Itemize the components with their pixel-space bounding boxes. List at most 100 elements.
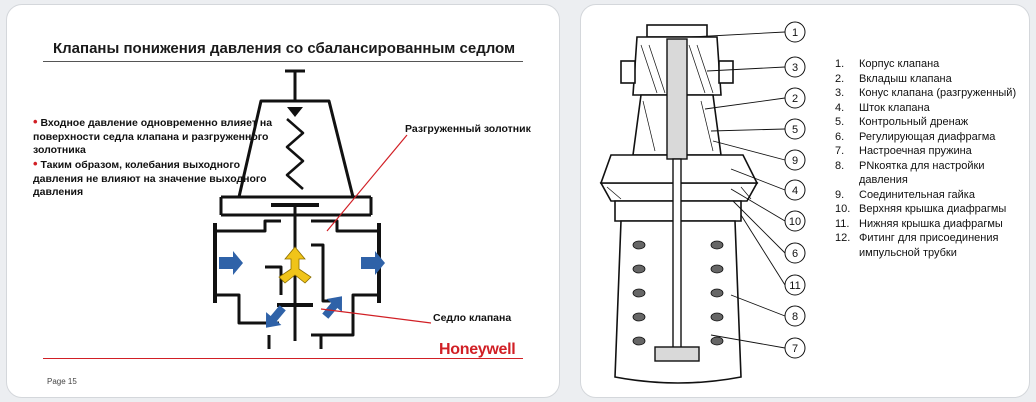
marker-label: 6	[792, 248, 798, 260]
spring	[285, 118, 305, 190]
lower-guide	[267, 335, 323, 349]
legend-text: PNкоятка для настройки давления	[859, 159, 985, 187]
marker-label: 4	[792, 185, 798, 197]
adjusting-knob	[654, 346, 700, 362]
partition-left	[265, 265, 283, 295]
outlet-wall-bottom	[311, 293, 379, 337]
valve-cone	[666, 38, 688, 160]
inlet-wall-top	[215, 219, 281, 233]
marker-leader	[710, 334, 786, 349]
marker-circle	[784, 274, 806, 296]
flow-arrow-icon	[361, 251, 385, 275]
marker-circle	[784, 210, 806, 232]
marker-leader	[706, 66, 786, 72]
marker-label: 5	[792, 124, 798, 136]
marker-leader	[730, 168, 786, 191]
marker-label: 3	[792, 62, 798, 74]
legend-text: Нижняя крышка диафрагмы	[859, 217, 1003, 230]
marker-label: 2	[792, 93, 798, 105]
bullet-2-text: Таким образом, колебания выходного давле…	[33, 159, 267, 198]
slide-left: Клапаны понижения давления со сбалансиро…	[6, 4, 560, 398]
diaphragm-clamp	[219, 197, 373, 215]
legend-number: 12.	[835, 232, 851, 244]
valve-stem	[672, 158, 682, 360]
marker-circle	[784, 56, 806, 78]
partition-right	[311, 243, 337, 303]
bullet-2: • Таким образом, колебания выходного дав…	[33, 157, 273, 200]
marker-label: 11	[789, 280, 800, 292]
legend-number: 5.	[835, 116, 845, 128]
valve-cross-section: 1 3 2 5 9 4 10 6 11 8 7	[599, 21, 806, 384]
marker-circle	[784, 149, 806, 171]
legend-text: Корпус клапана	[859, 58, 940, 70]
legend-item: 4. Шток клапана	[835, 101, 1025, 116]
balanced-valve-schematic	[213, 69, 432, 349]
bullet-1-text: Входное давление одновременно влияет на …	[33, 117, 273, 156]
marker-label: 10	[789, 216, 801, 228]
legend-number: 3.	[835, 87, 845, 99]
legend-item: 7.Настроечная пружина	[835, 144, 1025, 159]
marker-leader	[712, 140, 786, 161]
marker-circle	[784, 242, 806, 264]
legend-item: 6.Регулирующая диафрагма	[835, 130, 1025, 145]
flow-arrow-icon	[266, 305, 286, 328]
page-number: Page 15	[47, 377, 77, 386]
legend-number: 10.	[835, 203, 851, 215]
marker-label: 9	[792, 155, 798, 167]
legend-text: Конус клапана (разгруженный)	[859, 87, 1017, 99]
title-divider	[43, 61, 523, 62]
legend-text: Верхняя крышка диафрагмы	[859, 203, 1007, 215]
legend-number: 9.	[835, 188, 845, 201]
bullet-dot-icon: •	[33, 156, 38, 171]
legend-item: 8. PNкоятка для настройки давления	[835, 159, 1025, 188]
marker-circle	[784, 179, 806, 201]
marker-leader	[710, 128, 786, 132]
callout-spool-leader	[326, 134, 408, 232]
marker-leader	[740, 214, 786, 286]
balanced-flow-icon	[278, 246, 312, 284]
inlet-wall-bottom	[215, 293, 279, 325]
marker-label: 1	[792, 27, 798, 39]
marker-circle	[784, 21, 806, 43]
inlet-port	[620, 60, 636, 84]
callout-seat-leader	[320, 308, 432, 324]
marker-circle	[784, 87, 806, 109]
legend-text: Шток клапана	[859, 101, 930, 114]
top-cap	[646, 24, 708, 38]
marker-label: 8	[792, 311, 798, 323]
legend-item: 1. Корпус клапана	[835, 57, 1025, 72]
marker-label: 7	[792, 343, 798, 355]
legend-item: 3. Конус клапана (разгруженный)	[835, 86, 1025, 101]
legend-number: 8.	[835, 159, 845, 172]
legend-text: Соединительная гайка	[859, 188, 975, 201]
marker-circle	[784, 305, 806, 327]
flow-arrow-icon	[219, 251, 243, 275]
marker-leader	[690, 31, 786, 38]
callout-spool: Разгруженный золотник	[405, 123, 531, 135]
outlet-wall-top	[311, 219, 379, 233]
legend-text: Регулирующая диафрагма	[859, 130, 996, 143]
legend-number: 4.	[835, 101, 845, 114]
marker-leader	[730, 188, 786, 222]
slide-title: Клапаны понижения давления со сбалансиро…	[53, 40, 516, 57]
bullet-1: • Входное давление одновременно влияет н…	[33, 115, 273, 158]
legend-number: 11.	[835, 217, 850, 230]
marker-leader	[730, 294, 786, 317]
legend-number: 1.	[835, 58, 845, 70]
marker-circle	[784, 337, 806, 359]
legend-item: 11. Нижняя крышка диафрагмы	[835, 217, 1025, 232]
flow-arrow-icon	[322, 296, 342, 319]
legend-item: 2.Вкладыш клапана	[835, 72, 1025, 87]
legend-text: Фитинг для присоединения импульсной труб…	[859, 232, 999, 259]
footer-divider	[43, 358, 523, 359]
legend-number: 7.	[835, 145, 845, 157]
legend-number: 2.	[835, 72, 845, 85]
slide-right: 1 3 2 5 9 4 10 6 11 8 7 1. Корпус клапана 2.Вкладыш …	[580, 4, 1030, 398]
marker-leader	[704, 97, 786, 110]
outlet-port	[718, 60, 734, 84]
callout-seat: Седло клапана	[433, 312, 512, 324]
legend-item: 12. Фитинг для присоединения импульсной т…	[835, 231, 1025, 260]
bullet-dot-icon: •	[33, 114, 38, 129]
legend-item: 9. Соединительная гайка	[835, 188, 1025, 203]
